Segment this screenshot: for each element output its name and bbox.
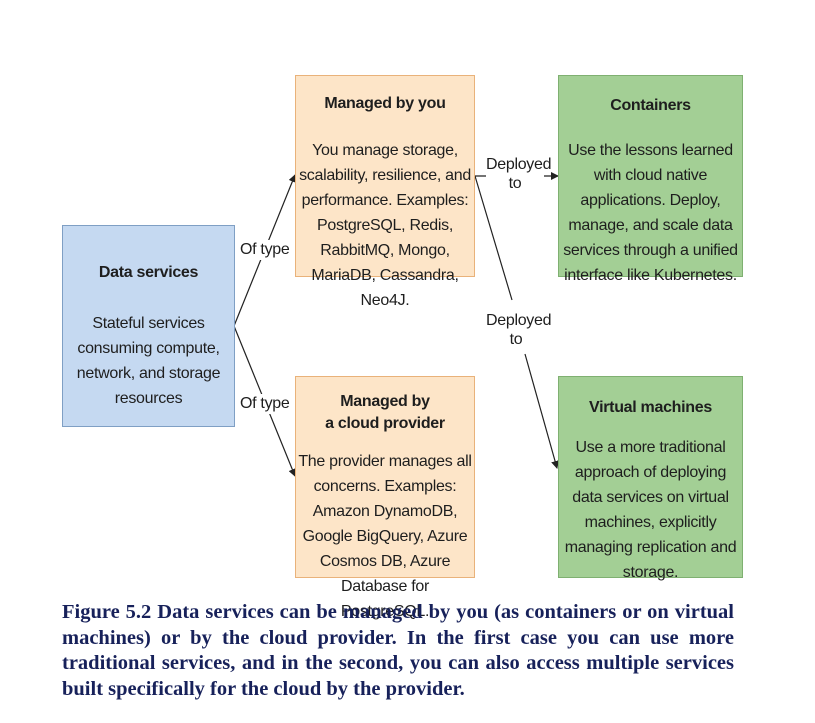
data-services-title: Data services: [98, 264, 199, 281]
managed-by-you-node: Managed by you You manage storage, scala…: [295, 75, 475, 309]
containers-body: Use the lessons learned with cloud nativ…: [563, 142, 738, 284]
edge-label-deployed-to-vms: Deployed to: [486, 311, 552, 349]
managed-by-cloud-body: The provider manages all concerns. Examp…: [298, 453, 472, 620]
managed-by-cloud-node: Managed by a cloud provider The provider…: [295, 376, 475, 620]
containers-node: Containers Use the lessons learned with …: [558, 75, 743, 284]
containers-title: Containers: [610, 97, 691, 114]
virtual-machines-body: Use a more traditional approach of deplo…: [564, 439, 737, 581]
figure-caption: Figure 5.2 Data services can be managed …: [62, 601, 734, 700]
edge-label-deployed-to-containers: Deployed to: [486, 155, 552, 193]
edge-managed-by-you-to-vms: [474, 175, 557, 468]
managed-by-you-body: You manage storage, scalability, resilie…: [299, 142, 471, 309]
managed-by-you-title: Managed by you: [324, 95, 446, 112]
data-services-node: Data services Stateful services consumin…: [62, 225, 235, 427]
edge-label-of-type-lower: Of type: [240, 394, 290, 414]
virtual-machines-title: Virtual machines: [589, 399, 712, 416]
data-services-body: Stateful services consuming compute, net…: [76, 315, 221, 407]
virtual-machines-node: Virtual machines Use a more traditional …: [558, 376, 743, 581]
managed-by-cloud-title: Managed by a cloud provider: [325, 393, 445, 432]
edge-label-of-type-upper: Of type: [240, 240, 290, 260]
